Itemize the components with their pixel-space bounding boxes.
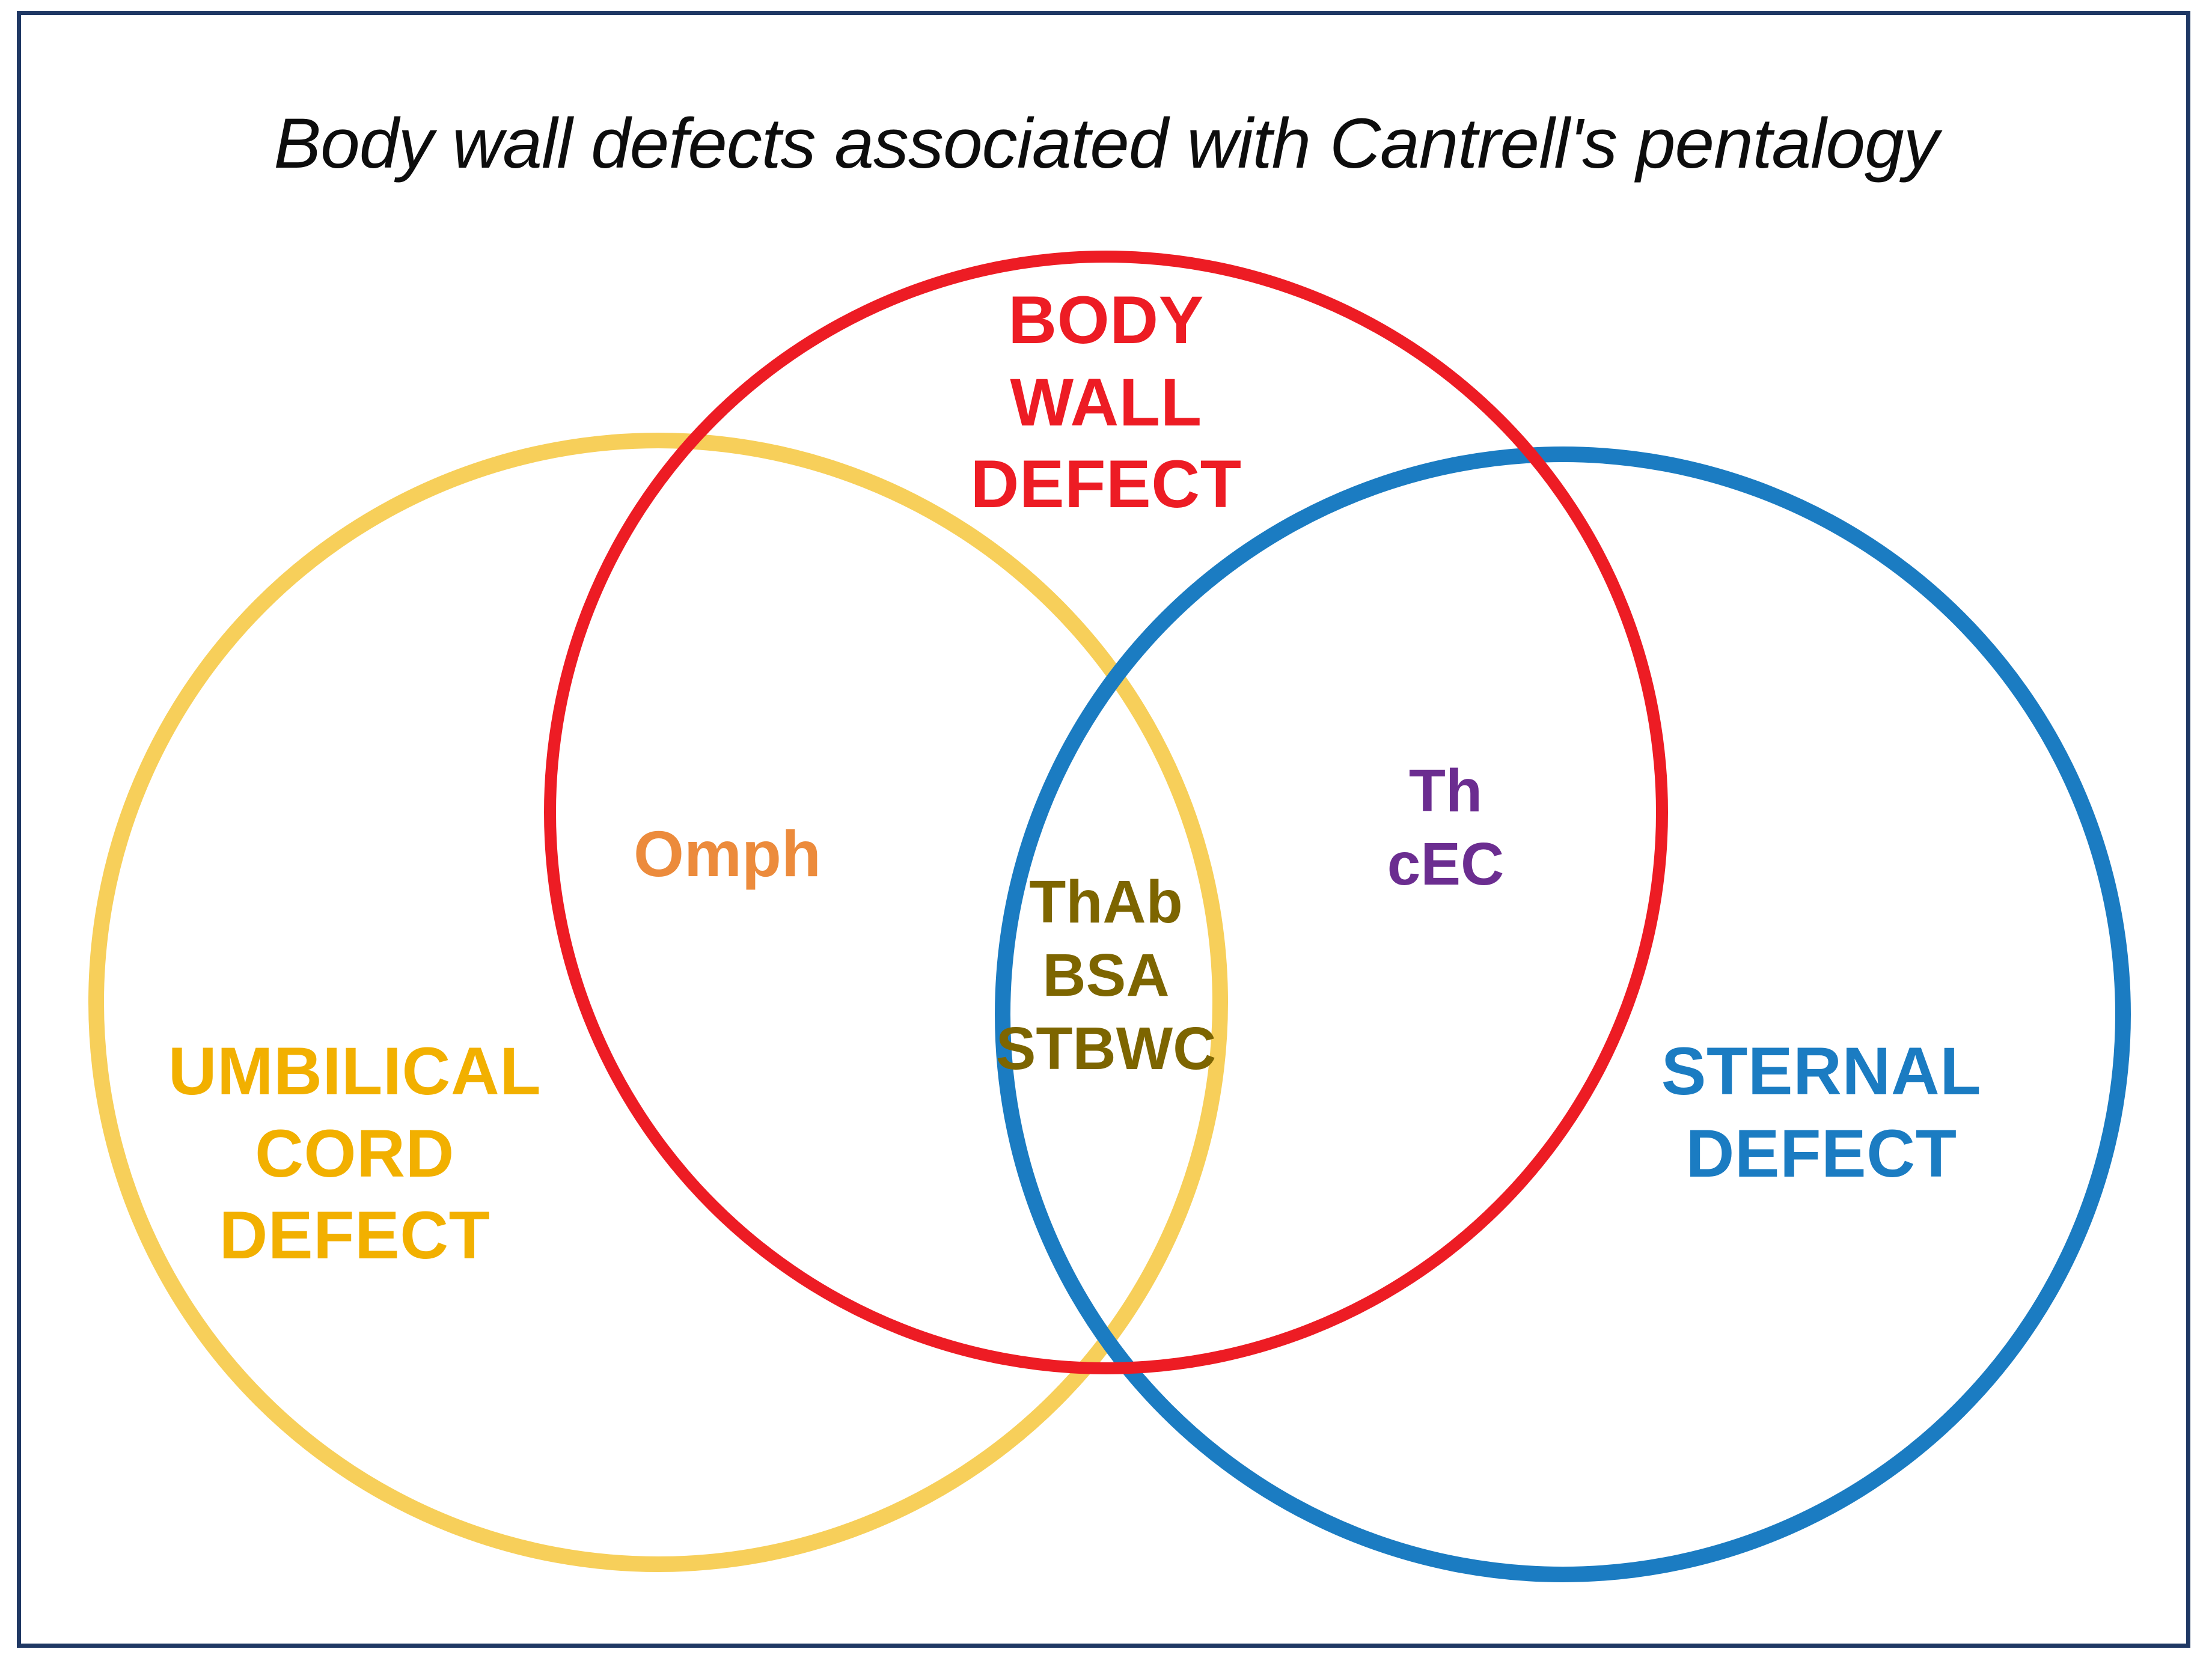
circle-sternal-defect xyxy=(995,446,2131,1582)
page-title: Body wall defects associated with Cantre… xyxy=(273,104,1939,183)
set-label-body-wall-defect: BODY WALL DEFECT xyxy=(970,282,1242,522)
region-label-all-three: ThAb BSA STBWC xyxy=(995,868,1217,1082)
circle-umbilical-cord-defect xyxy=(88,433,1228,1572)
set-label-sternal-defect: STERNAL DEFECT xyxy=(1661,1034,1982,1191)
set-label-umbilical-cord-defect: UMBILICAL CORD DEFECT xyxy=(168,1034,542,1273)
circle-body-wall-defect xyxy=(544,251,1668,1374)
region-label-body-wall-and-sternal: Th cEC xyxy=(1387,757,1505,898)
figure-border xyxy=(17,11,2190,1648)
region-label-body-wall-and-umbilical: Omph xyxy=(634,817,821,890)
